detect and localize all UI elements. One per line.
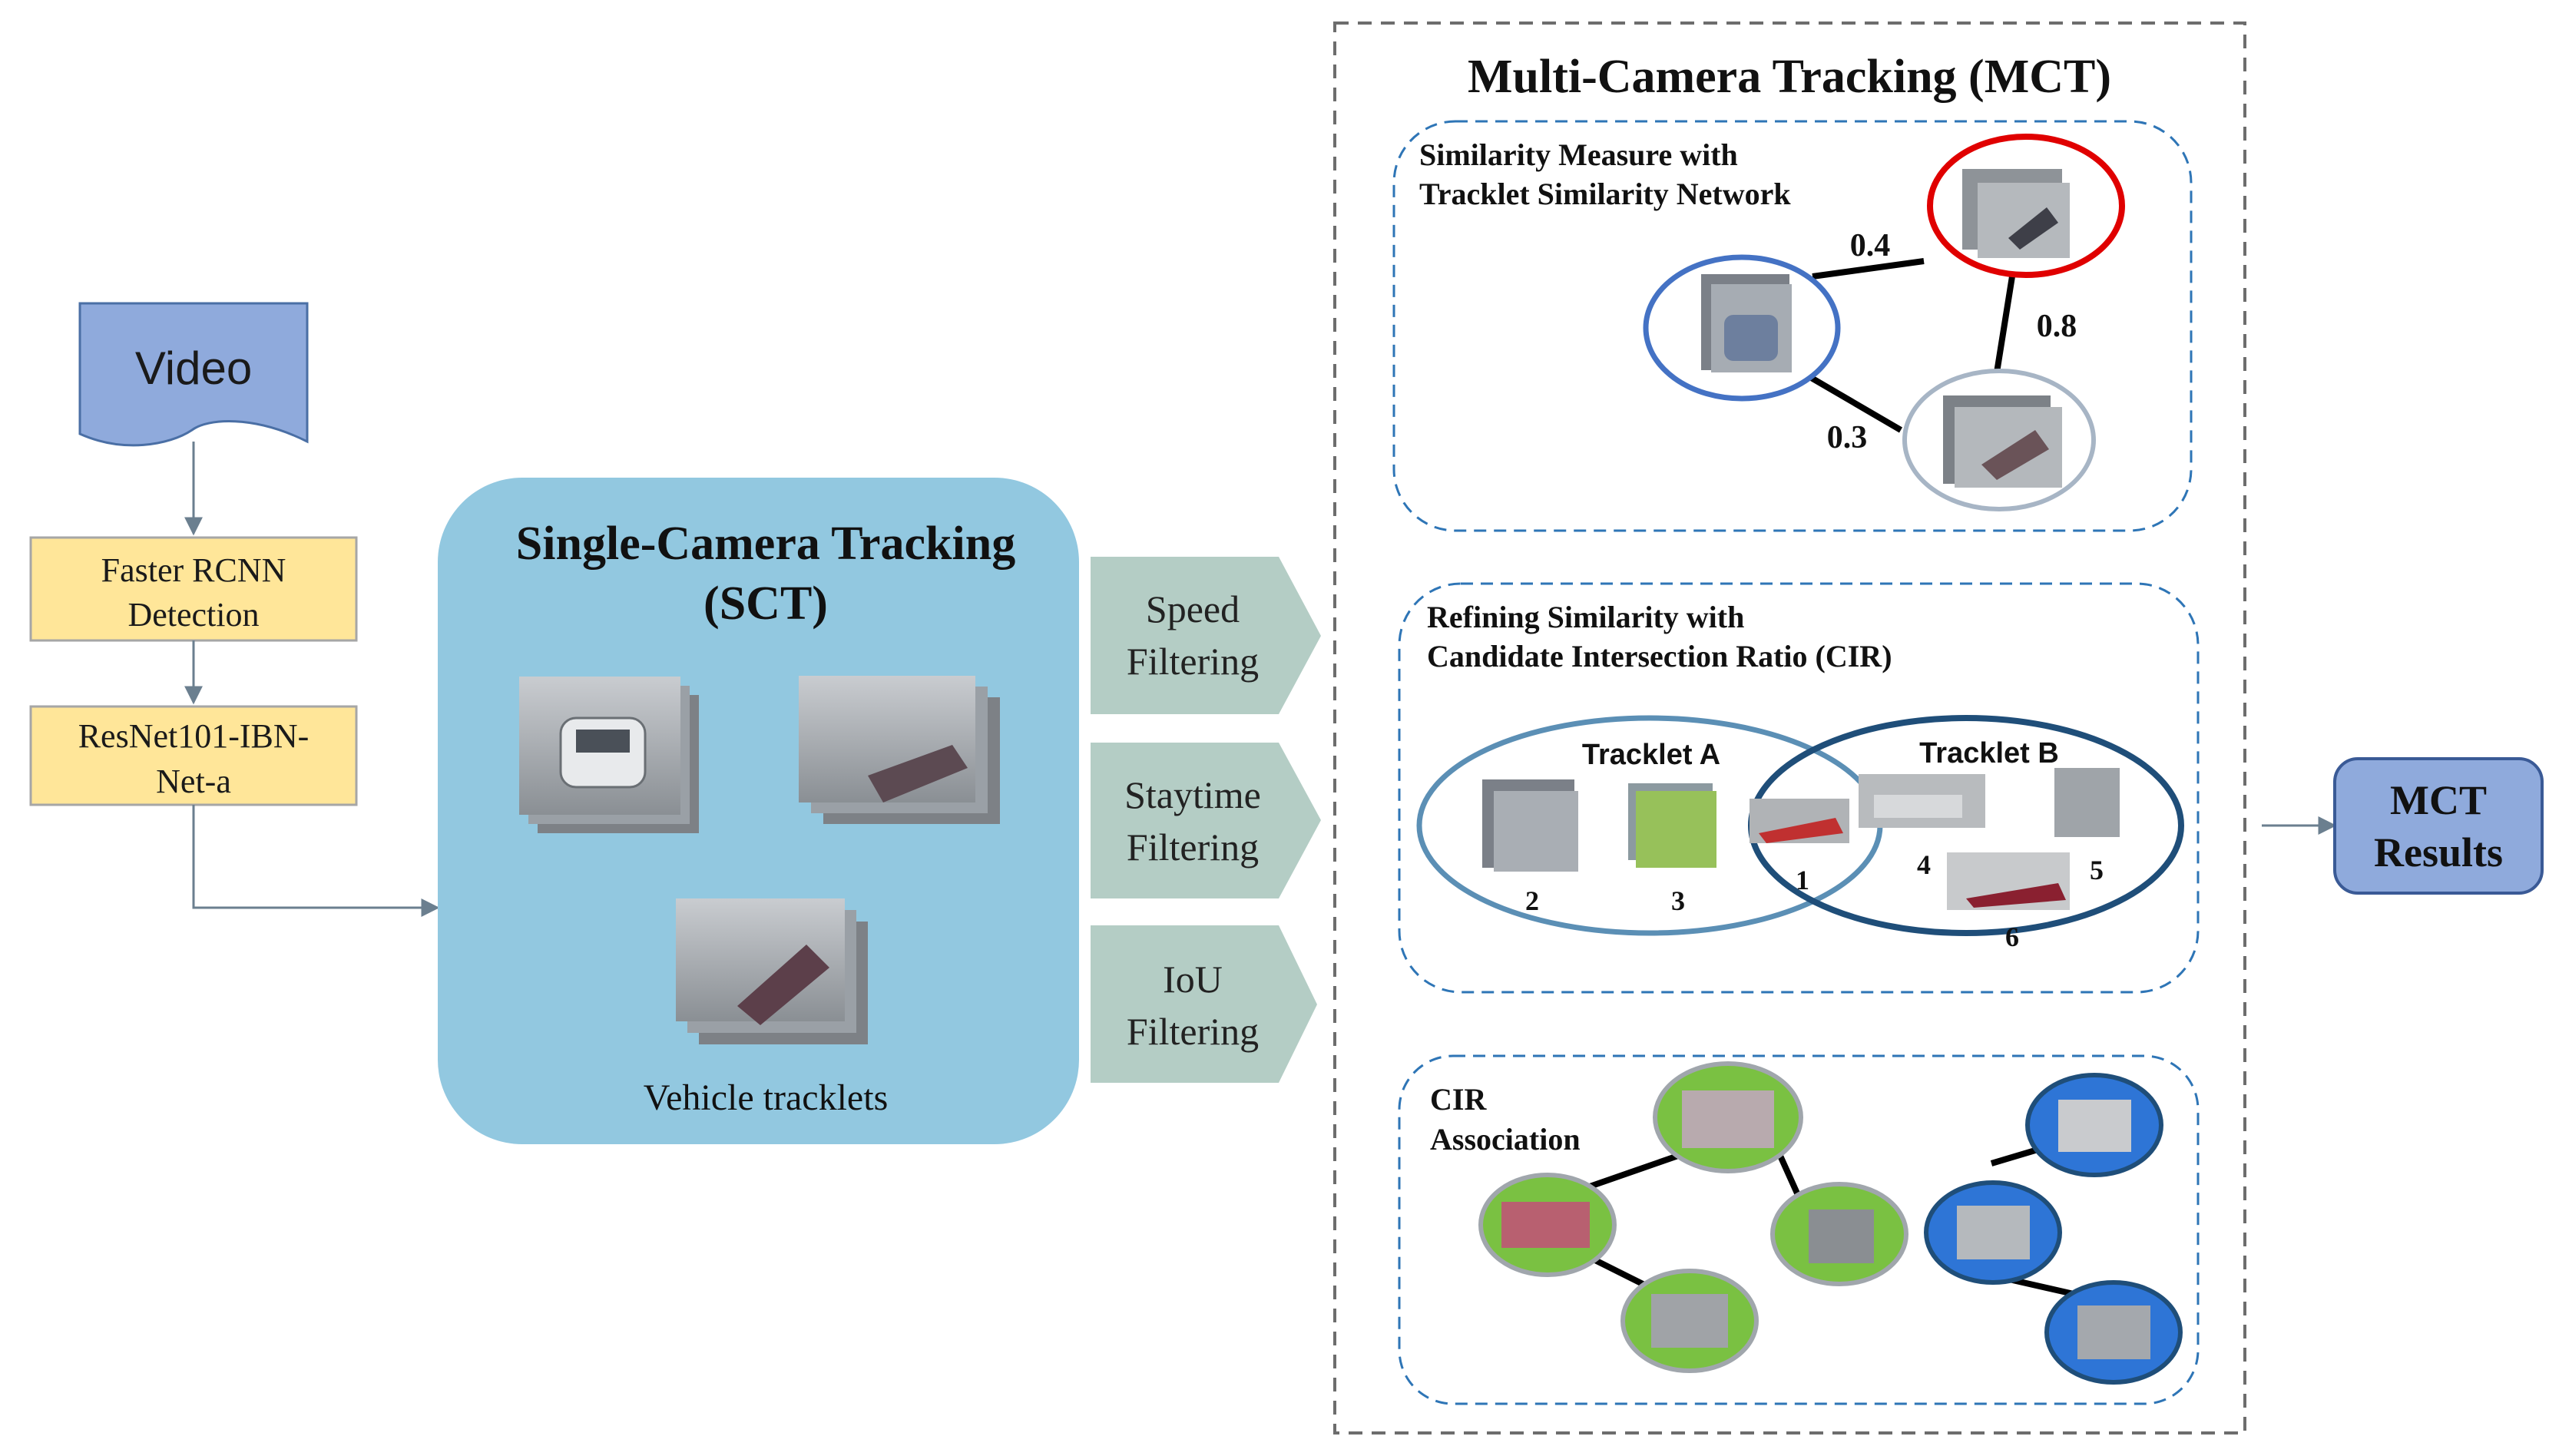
tracklet-stack [676, 898, 868, 1044]
similarity-title-line1: Similarity Measure with [1419, 137, 1738, 172]
filter-iou-line2: Filtering [1127, 1010, 1259, 1053]
tracklet-number: 4 [1917, 849, 1931, 880]
sct-caption: Vehicle tracklets [644, 1077, 889, 1118]
detector-label-line1: Faster RCNN [101, 551, 286, 589]
detector-label-line2: Detection [127, 596, 259, 634]
mct-results-box: MCT Results [2333, 757, 2544, 895]
detector-box: Faster RCNN Detection [29, 536, 358, 642]
filter-staytime-line2: Filtering [1127, 826, 1259, 869]
filter-staytime: Staytime Filtering [1091, 743, 1321, 898]
edge-weight: 0.4 [1850, 228, 1891, 263]
filter-speed-line2: Filtering [1127, 640, 1259, 683]
similarity-title-line2: Tracklet Similarity Network [1419, 177, 1791, 211]
arrow-reid-sct [192, 805, 440, 917]
sct-box: Single-Camera Tracking (SCT) Vehicle tra… [438, 478, 1079, 1144]
tracklet-b-label: Tracklet B [1919, 737, 2059, 769]
refining-panel: Refining Similarity with Candidate Inter… [1398, 582, 2200, 994]
video-node: Video [78, 302, 309, 447]
association-title-line1: CIR [1430, 1082, 1487, 1117]
mct-container: Multi-Camera Tracking (MCT) [1333, 22, 2246, 1434]
video-label: Video [135, 342, 252, 394]
edge-line [1994, 276, 2015, 373]
tracklet-stack [799, 676, 1000, 824]
sct-title-line1: Single-Camera Tracking [516, 518, 1015, 570]
reid-box: ResNet101-IBN- Net-a [29, 705, 358, 806]
association-panel: CIR Association [1398, 1054, 2200, 1405]
sct-title-line2: (SCT) [703, 577, 828, 630]
edge-weight: 0.8 [2037, 309, 2077, 344]
results-line1: MCT [2390, 777, 2487, 823]
association-title-line2: Association [1430, 1122, 1581, 1157]
filter-iou: IoU Filtering [1091, 925, 1317, 1083]
filter-staytime-line1: Staytime [1124, 773, 1261, 816]
mct-title: Multi-Camera Tracking (MCT) [1468, 51, 2111, 103]
tracklet-number: 6 [2005, 922, 2019, 952]
filter-speed: Speed Filtering [1091, 557, 1321, 714]
filter-iou-line1: IoU [1163, 958, 1223, 1001]
reid-label-line2: Net-a [156, 763, 231, 800]
reid-label-line1: ResNet101-IBN- [78, 717, 310, 755]
tracklet-a-label: Tracklet A [1582, 739, 1720, 771]
refining-title-line1: Refining Similarity with [1427, 600, 1744, 634]
tracklet-stack [519, 677, 699, 833]
edge-line [1812, 258, 1925, 280]
tracklet-number: 5 [2090, 855, 2104, 885]
similarity-panel: Similarity Measure with Tracklet Similar… [1392, 120, 2193, 532]
edge-line [1806, 373, 1903, 433]
results-line2: Results [2374, 829, 2503, 875]
tracklet-number: 2 [1525, 885, 1539, 916]
tracklet-number: 1 [1796, 865, 1809, 895]
filter-speed-line1: Speed [1146, 587, 1240, 630]
tracklet-number: 3 [1671, 885, 1685, 916]
refining-title-line2: Candidate Intersection Ratio (CIR) [1427, 639, 1892, 673]
edge-weight: 0.3 [1827, 420, 1868, 455]
